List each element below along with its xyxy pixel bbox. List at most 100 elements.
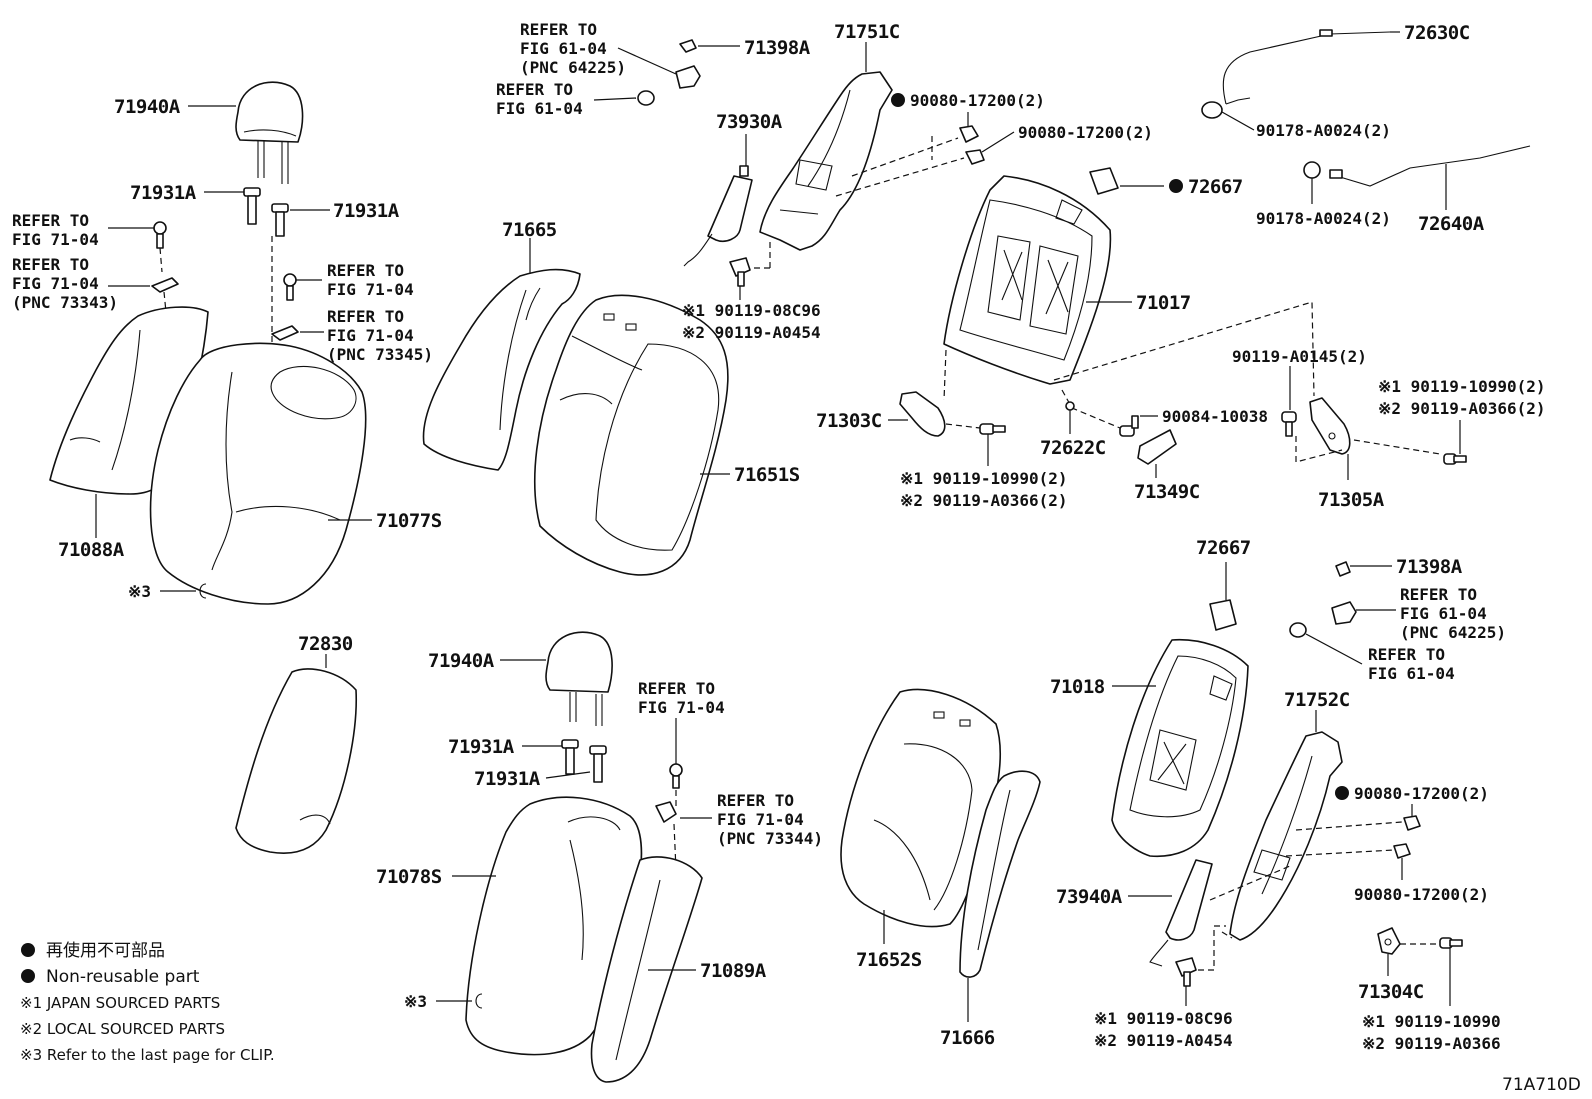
ref-64225-bottom-line3: (PNC 64225) bbox=[1400, 623, 1506, 642]
bracket-pnc-64225-bottom[interactable] bbox=[1331, 601, 1357, 625]
clip-pnc-73344[interactable] bbox=[655, 801, 677, 823]
bolt-refer-71-04-b[interactable] bbox=[283, 273, 297, 301]
bolt-90084-10038[interactable] bbox=[1119, 415, 1139, 437]
label-72830: 72830 bbox=[298, 633, 353, 655]
nut-90080-d[interactable] bbox=[1393, 843, 1411, 859]
nut-90080-a[interactable] bbox=[959, 125, 979, 143]
clip-71398A-bottom[interactable] bbox=[1335, 561, 1351, 577]
hinge-71305A[interactable] bbox=[1309, 397, 1351, 455]
seatback-side-pad-71089A[interactable] bbox=[590, 856, 703, 1083]
label-90178-b: 90178-A0024(2) bbox=[1256, 209, 1391, 228]
bolt-90119-10990-right[interactable] bbox=[1443, 453, 1467, 465]
armrest-72830[interactable] bbox=[235, 668, 358, 854]
ref-61-04-bottom-line2: FIG 61-04 bbox=[1368, 664, 1455, 683]
ref-73344-line2: FIG 71-04 bbox=[717, 810, 804, 829]
bolt-90119-A0145[interactable] bbox=[1281, 411, 1297, 437]
clip-90178-b[interactable] bbox=[1303, 161, 1321, 179]
seatback-frame-cover-71651S[interactable] bbox=[533, 294, 729, 576]
hinge-71304C[interactable] bbox=[1377, 927, 1401, 955]
seatback-side-71666[interactable] bbox=[959, 770, 1041, 978]
cover-71349C[interactable] bbox=[1137, 429, 1177, 465]
label-90080-b: 90080-17200(2) bbox=[1018, 123, 1153, 142]
label-90119-08C96-bottom: ※1 90119-08C96 bbox=[1094, 1009, 1233, 1028]
seatback-side-71665[interactable] bbox=[422, 268, 581, 471]
nut-90080-b[interactable] bbox=[965, 149, 985, 165]
headrest-71940A-top[interactable] bbox=[235, 81, 304, 184]
grommet-refer-61-04-bottom[interactable] bbox=[1289, 622, 1307, 638]
label-90119-10990-bottom: ※1 90119-10990 bbox=[1362, 1012, 1501, 1031]
cable-72630C[interactable] bbox=[1222, 29, 1391, 105]
clip-90178-a[interactable] bbox=[1201, 101, 1223, 119]
cable-72640A[interactable] bbox=[1329, 145, 1531, 187]
bolt-90119-08C96-top[interactable] bbox=[729, 257, 751, 287]
label-90119-A0366-right: ※2 90119-A0366(2) bbox=[1378, 399, 1546, 418]
washer-72622C[interactable] bbox=[1065, 401, 1075, 411]
label-90119-A0366-mid: ※2 90119-A0366(2) bbox=[900, 491, 1068, 510]
bolt-90119-10990-bottom[interactable] bbox=[1439, 937, 1463, 949]
headrest-support-71931A-left[interactable] bbox=[243, 187, 261, 225]
label-90080-d: 90080-17200(2) bbox=[1354, 885, 1489, 904]
legend-marker-en bbox=[21, 969, 35, 983]
label-90119-10990-mid: ※1 90119-10990(2) bbox=[900, 469, 1068, 488]
ref-64225-top-line3: (PNC 64225) bbox=[520, 58, 626, 77]
label-71398A-top: 71398A bbox=[744, 37, 811, 59]
label-90080-c: 90080-17200(2) bbox=[1354, 784, 1489, 803]
headrest-support-71931A-b2[interactable] bbox=[589, 745, 607, 783]
label-71088A: 71088A bbox=[58, 539, 125, 561]
label-72640A: 72640A bbox=[1418, 213, 1485, 235]
ref-71-04-b-line1: REFER TO bbox=[327, 261, 404, 280]
ref-73345-line3: (PNC 73345) bbox=[327, 345, 433, 364]
ref-64225-top-line2: FIG 61-04 bbox=[520, 39, 607, 58]
label-71652S: 71652S bbox=[856, 949, 922, 971]
clip-71398A-top[interactable] bbox=[679, 39, 697, 53]
ref-73345-line1: REFER TO bbox=[327, 307, 404, 326]
ref-73345-line2: FIG 71-04 bbox=[327, 326, 414, 345]
label-71931A-b2: 71931A bbox=[474, 768, 541, 790]
ref-71-04-a-line2: FIG 71-04 bbox=[12, 230, 99, 249]
seatback-side-frame-71752C[interactable] bbox=[1229, 731, 1343, 941]
clip-pnc-73345[interactable] bbox=[271, 325, 299, 341]
clip-pnc-73343[interactable] bbox=[151, 277, 179, 293]
bolt-90119-08C96-bottom[interactable] bbox=[1175, 957, 1197, 987]
label-71931A-left: 71931A bbox=[130, 182, 197, 204]
label-71940A-bottom: 71940A bbox=[428, 650, 495, 672]
seatback-cover-71077S[interactable] bbox=[149, 342, 367, 605]
headrest-71940A-bottom[interactable] bbox=[545, 631, 613, 726]
headrest-support-71931A-b1[interactable] bbox=[561, 739, 579, 775]
headrest-support-71931A-right[interactable] bbox=[271, 203, 289, 237]
label-71751C: 71751C bbox=[834, 21, 900, 43]
airbag-73940A[interactable] bbox=[1149, 859, 1213, 967]
label-72622C: 72622C bbox=[1040, 437, 1106, 459]
bracket-71303C[interactable] bbox=[899, 391, 946, 437]
seatback-frame-71017[interactable] bbox=[943, 175, 1112, 385]
seatback-frame-71018[interactable] bbox=[1111, 638, 1249, 858]
legend-nonreusable: Non-reusable part bbox=[46, 967, 200, 987]
label-90119-A0145: 90119-A0145(2) bbox=[1232, 347, 1367, 366]
bracket-pnc-64225-top[interactable] bbox=[675, 65, 701, 89]
label-71304C: 71304C bbox=[1358, 981, 1424, 1003]
legend-note3: ※3 Refer to the last page for CLIP. bbox=[20, 1046, 275, 1064]
seatback-frame-cover-71652S[interactable] bbox=[840, 688, 1002, 928]
label-71018: 71018 bbox=[1050, 676, 1105, 698]
lock-72667-top[interactable] bbox=[1089, 167, 1119, 195]
label-71398A-bottom: 71398A bbox=[1396, 556, 1463, 578]
label-72667-bottom: 72667 bbox=[1196, 537, 1251, 559]
nonreusable-marker-90080-c bbox=[1335, 786, 1349, 800]
label-71089A: 71089A bbox=[700, 960, 767, 982]
nut-90080-c[interactable] bbox=[1403, 815, 1421, 831]
label-71077S: 71077S bbox=[376, 510, 442, 532]
label-90119-10990-right: ※1 90119-10990(2) bbox=[1378, 377, 1546, 396]
label-73930A: 73930A bbox=[716, 111, 783, 133]
label-71303C: 71303C bbox=[816, 410, 882, 432]
label-90119-A0366-bottom: ※2 90119-A0366 bbox=[1362, 1034, 1501, 1053]
lock-72667-bottom[interactable] bbox=[1209, 599, 1237, 631]
seatback-side-frame-71751C[interactable] bbox=[759, 71, 893, 251]
grommet-refer-61-04-top[interactable] bbox=[637, 90, 655, 106]
airbag-73930A[interactable] bbox=[683, 165, 753, 267]
ref-71-04-c-line1: REFER TO bbox=[638, 679, 715, 698]
bolt-refer-71-04-c[interactable] bbox=[669, 763, 683, 789]
label-71651S: 71651S bbox=[734, 464, 800, 486]
bolt-refer-71-04-a[interactable] bbox=[153, 221, 167, 249]
label-71349C: 71349C bbox=[1134, 481, 1200, 503]
bolt-90119-10990-mid[interactable] bbox=[979, 423, 1006, 435]
